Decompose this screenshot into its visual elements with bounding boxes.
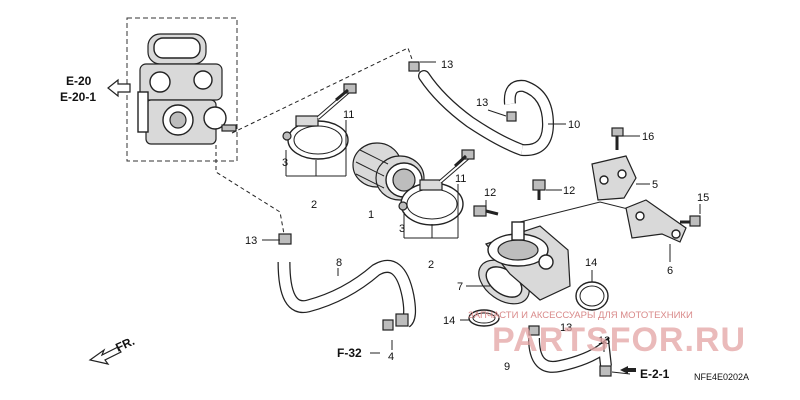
callout-13a: 13	[441, 59, 453, 71]
bolt-16	[611, 127, 624, 150]
callout-6: 6	[667, 265, 673, 277]
callout-4: 4	[388, 351, 394, 363]
callout-13d: 13	[560, 322, 572, 334]
ref-f32: F-32	[337, 346, 380, 360]
callout-13b: 13	[476, 97, 488, 109]
callout-3a: 3	[282, 157, 288, 169]
intake-pipe	[478, 221, 571, 305]
ref-e21: E-2-1	[620, 366, 670, 381]
clamp-lower	[398, 154, 472, 226]
ref-label-f32: F-32	[337, 346, 362, 360]
callout-8: 8	[336, 257, 342, 269]
watermark-brand: PARTSFOR.RU	[492, 321, 746, 359]
watermark-caption: ЗАПЧАСТИ И АКСЕССУАРЫ ДЛЯ МОТОТЕХНИКИ	[468, 310, 693, 321]
stay	[625, 199, 687, 243]
routing-line-mid	[519, 201, 641, 223]
callout-2a: 2	[311, 199, 317, 211]
routing-line-lower	[215, 145, 285, 235]
diagram-code: NFE4E0202A	[694, 372, 749, 382]
callout-12a: 12	[484, 187, 496, 199]
ref-arrow-e20: E-20 E-20-1	[60, 74, 131, 104]
callout-9: 9	[504, 361, 510, 373]
hose-lower	[277, 233, 417, 331]
clamp-upper	[282, 90, 350, 160]
ref-label-e20-1: E-20-1	[60, 90, 96, 104]
o-ring-right-inner	[579, 285, 605, 307]
callout-15: 15	[697, 192, 709, 204]
routing-line-upper	[231, 47, 414, 134]
callout-14a: 14	[585, 257, 597, 269]
callout-7: 7	[457, 281, 463, 293]
callout-13e: 13	[598, 335, 610, 347]
callout-16: 16	[642, 131, 654, 143]
callout-11a: 11	[343, 109, 354, 121]
bolt-11-upper	[335, 83, 357, 102]
callout-13c: 13	[245, 235, 257, 247]
bolt-11-lower	[453, 149, 475, 168]
bracket	[591, 155, 637, 201]
callout-12b: 12	[563, 185, 575, 197]
callout-1: 1	[368, 209, 374, 221]
callout-3b: 3	[399, 223, 405, 235]
hose-upper	[408, 61, 555, 157]
callout-14b: 14	[443, 315, 455, 327]
watermark: ЗАПЧАСТИ И АКСЕССУАРЫ ДЛЯ МОТОТЕХНИКИ PA…	[468, 310, 746, 359]
front-label: FR.	[113, 334, 136, 355]
hose-small	[528, 325, 612, 377]
callout-11b: 11	[455, 173, 466, 185]
callout-5: 5	[652, 179, 658, 191]
ref-label-e20: E-20	[66, 74, 92, 88]
carburetor-reference	[126, 17, 238, 162]
front-direction-arrow: FR.	[88, 334, 137, 365]
bolt-12b	[532, 179, 546, 200]
leader-lines	[262, 61, 701, 375]
ref-label-e2-1: E-2-1	[640, 367, 670, 381]
callout-10: 10	[568, 119, 580, 131]
callout-2b: 2	[428, 259, 434, 271]
o-ring-bottom-inner	[472, 312, 496, 324]
bolt-15	[680, 215, 701, 227]
